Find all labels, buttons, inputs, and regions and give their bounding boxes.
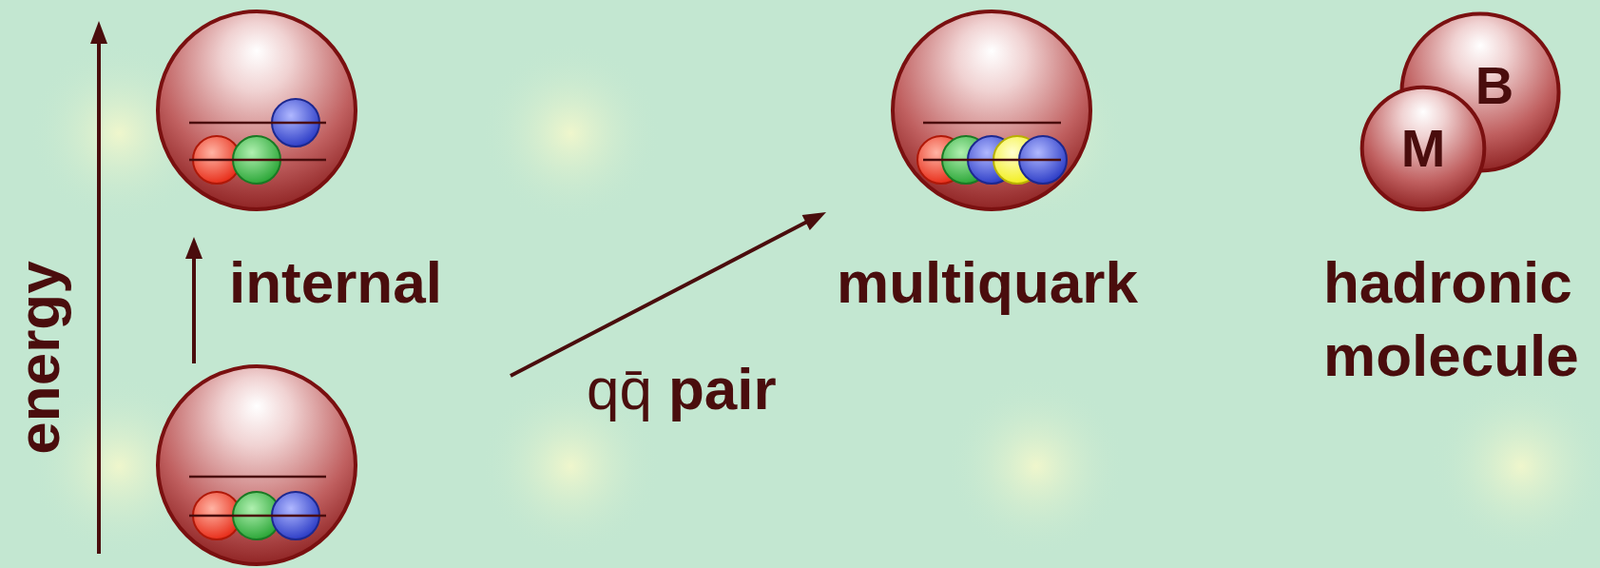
excited-baryon <box>157 11 356 210</box>
category-label: multiquark <box>836 248 1138 316</box>
transition-label: pair <box>668 354 777 423</box>
pair-arrow <box>510 212 827 376</box>
internal-arrow <box>185 236 203 364</box>
transition-label: internal <box>229 248 443 316</box>
particle-letter: B <box>1475 55 1514 116</box>
meson-sphere: M <box>1359 84 1487 213</box>
multiquark-hadron <box>892 11 1091 210</box>
pair-symbol: qq̄ <box>586 354 653 423</box>
ground-baryon <box>157 366 356 564</box>
energy-axis <box>90 20 108 554</box>
particle-letter: M <box>1401 117 1446 179</box>
axis-label: energy <box>4 260 73 454</box>
category-label: hadronic molecule <box>1323 245 1595 392</box>
